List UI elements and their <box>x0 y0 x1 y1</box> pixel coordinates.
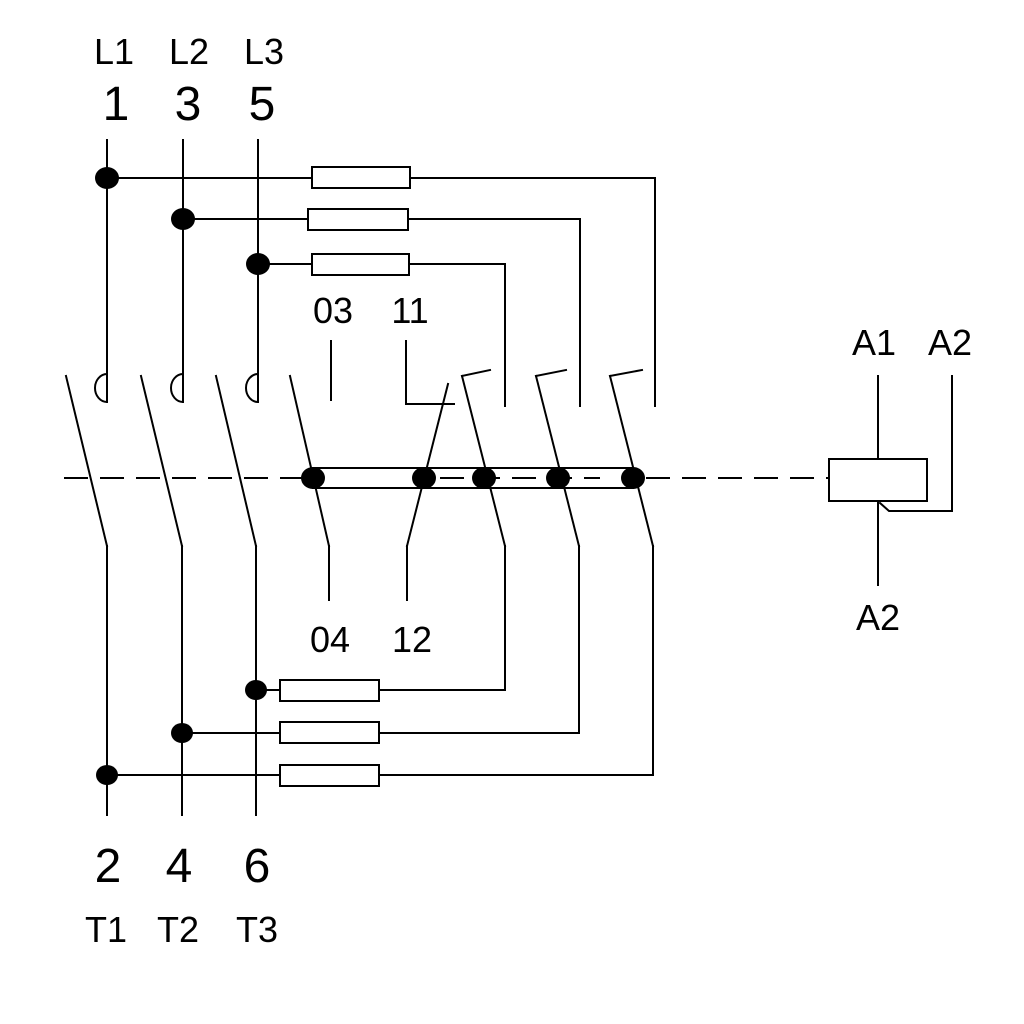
terminal-number-3: 3 <box>175 78 202 131</box>
phase-label-t1: T1 <box>85 909 127 950</box>
coil <box>828 375 953 586</box>
coil-label-a2-top: A2 <box>928 322 972 363</box>
aux-contact-11-12 <box>405 340 455 601</box>
resistor <box>279 764 380 787</box>
aux-contact-labels: 03 11 04 12 <box>310 290 432 660</box>
bypass-contacts <box>460 368 655 548</box>
junction-dot <box>546 467 570 489</box>
aux-contact-03-04 <box>288 340 332 601</box>
junction-dot <box>171 208 195 230</box>
terminal-number-5: 5 <box>249 78 276 131</box>
junction-dot <box>412 467 436 489</box>
junction-dot <box>96 765 118 785</box>
main-pole-2 <box>139 139 185 816</box>
terminal-number-2: 2 <box>95 840 122 893</box>
line-terminal-labels: L1 L2 L3 1 3 5 <box>94 31 284 131</box>
phase-label-l2: L2 <box>169 31 209 72</box>
aux-label-11: 11 <box>391 290 428 331</box>
terminal-number-6: 6 <box>244 840 271 893</box>
aux-label-12: 12 <box>392 619 432 660</box>
resistor <box>311 166 411 189</box>
mechanical-linkage <box>64 467 829 489</box>
coil-label-a1: A1 <box>852 322 896 363</box>
junction-dot <box>171 723 193 743</box>
terminal-number-4: 4 <box>166 840 193 893</box>
terminal-hook-icon <box>94 372 109 404</box>
coil-labels: A1 A2 A2 <box>852 322 972 638</box>
phase-label-l1: L1 <box>94 31 134 72</box>
load-terminal-labels: 2 4 6 T1 T2 T3 <box>85 840 278 950</box>
resistor <box>307 208 409 231</box>
phase-label-t3: T3 <box>236 909 278 950</box>
resistor <box>279 721 380 744</box>
coil-label-a2-bottom: A2 <box>856 597 900 638</box>
junction-dots <box>95 167 645 785</box>
aux-label-04: 04 <box>310 619 350 660</box>
bottom-resistor-branches <box>106 545 654 787</box>
junction-dot <box>246 253 270 275</box>
terminal-number-1: 1 <box>103 78 130 131</box>
phase-label-l3: L3 <box>244 31 284 72</box>
top-resistor-branches <box>106 166 656 407</box>
aux-label-03: 03 <box>313 290 353 331</box>
junction-dot <box>301 467 325 489</box>
terminal-hook-icon <box>170 372 185 404</box>
phase-label-t2: T2 <box>157 909 199 950</box>
junction-dot <box>95 167 119 189</box>
junction-dot <box>245 680 267 700</box>
resistor <box>279 679 380 702</box>
junction-dot <box>472 467 496 489</box>
resistor <box>311 253 410 276</box>
junction-dot <box>621 467 645 489</box>
coil-box <box>828 458 928 502</box>
terminal-hook-icon <box>245 372 260 404</box>
